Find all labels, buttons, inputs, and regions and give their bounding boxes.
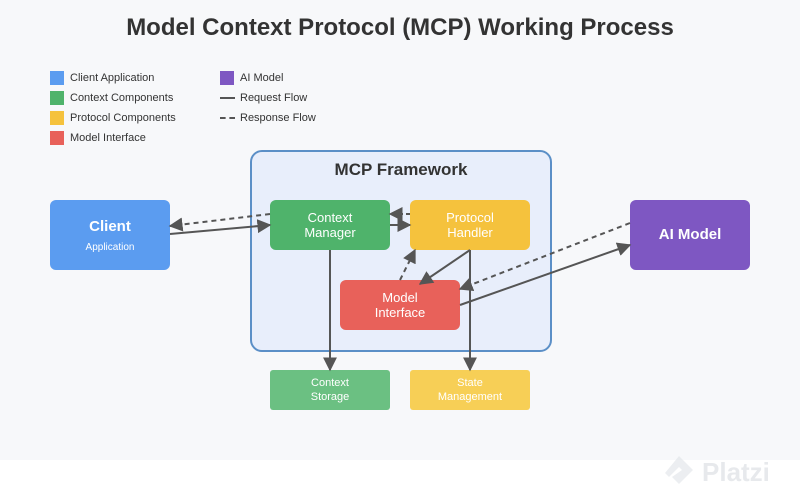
ai-model-title: AI Model xyxy=(658,226,722,243)
solid-line-icon xyxy=(220,97,235,99)
legend-label: Response Flow xyxy=(240,112,316,124)
response-flow-ai-model-to-model-interface xyxy=(458,222,631,291)
legend-label: Client Application xyxy=(70,72,155,84)
legend-swatch-model-interface xyxy=(50,131,64,145)
node-label-line2: Storage xyxy=(310,391,350,403)
client-subtitle: Application xyxy=(85,241,135,253)
node-label-line1: Protocol xyxy=(446,210,494,225)
context-manager-node: Context Manager xyxy=(270,200,390,250)
context-storage-node: Context Storage xyxy=(270,370,390,410)
request-flow-model-interface-to-ai-model xyxy=(459,242,632,306)
request-flow-protocol-to-model-interface xyxy=(418,249,471,285)
dashed-line-icon xyxy=(220,117,235,119)
request-flow-client-to-context xyxy=(169,219,272,235)
ai-model-node: AI Model xyxy=(630,200,750,270)
response-flow-context-to-client xyxy=(168,213,271,232)
platzi-watermark: Platzi xyxy=(662,452,770,492)
framework-title: MCP Framework xyxy=(334,160,468,179)
legend-label: AI Model xyxy=(240,72,284,84)
legend-swatch-client xyxy=(50,71,64,85)
model-interface-node: Model Interface xyxy=(340,280,460,330)
legend-swatch-ai-model xyxy=(220,71,234,85)
legend-swatch-protocol xyxy=(50,111,64,125)
client-title: Client xyxy=(89,217,131,235)
legend-label: Request Flow xyxy=(240,92,308,104)
platzi-logo-icon xyxy=(665,456,693,484)
diagram-title: Model Context Protocol (MCP) Working Pro… xyxy=(126,14,674,41)
node-label-line1: State xyxy=(457,377,483,389)
node-label-line2: Manager xyxy=(304,225,356,240)
response-flow-model-interface-to-protocol xyxy=(399,248,416,281)
state-management-node: State Management xyxy=(410,370,530,410)
legend-label: Protocol Components xyxy=(70,112,176,124)
node-label-line2: Management xyxy=(437,391,503,403)
legend-label: Context Components xyxy=(70,92,174,104)
node-label-line2: Handler xyxy=(447,225,493,240)
legend-swatch-context xyxy=(50,91,64,105)
node-label-line1: Context xyxy=(311,377,349,389)
protocol-handler-node: Protocol Handler xyxy=(410,200,530,250)
node-label-line2: Interface xyxy=(374,305,426,320)
legend-label: Model Interface xyxy=(70,132,146,144)
node-label-line1: Model xyxy=(382,290,418,305)
node-label-line1: Context xyxy=(307,210,353,225)
watermark-text: Platzi xyxy=(702,456,770,487)
client-node: Client Application xyxy=(50,200,170,270)
